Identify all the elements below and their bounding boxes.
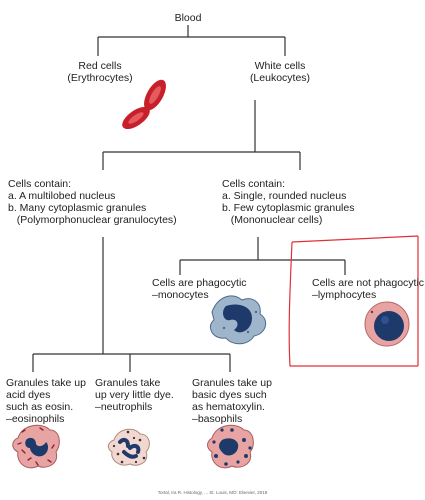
neutrophils-label: Granules take up very little dye. –neutr…	[95, 377, 174, 413]
basophils-label: Granules take up basic dyes such as hema…	[192, 377, 272, 425]
tree-connectors	[32, 25, 346, 372]
mononuclear-group-label: Cells contain: a. Single, rounded nucleu…	[222, 178, 355, 226]
connector-white-cells	[102, 100, 301, 170]
monocyte-illustration	[210, 295, 267, 345]
eosinophil-illustration	[12, 424, 60, 469]
connector-blood	[97, 25, 286, 56]
lymphocyte-illustration	[364, 301, 410, 347]
erythrocytes-illustration	[122, 79, 166, 130]
eosinophils-label: Granules take up acid dyes such as eosin…	[6, 377, 86, 425]
white-cells-label: White cells (Leukocytes)	[249, 60, 311, 84]
lymphocytes-label: Cells are not phagocytic –lymphocytes	[312, 277, 425, 301]
root-blood-label: Blood	[174, 12, 202, 24]
annotation-highlight-box	[288, 235, 419, 367]
connector-poly	[32, 237, 231, 372]
red-cells-label: Red cells (Erythrocytes)	[67, 60, 133, 84]
neutrophil-illustration	[107, 428, 150, 466]
basophil-illustration	[207, 424, 254, 469]
connector-mono	[179, 237, 346, 275]
polymorphonuclear-group-label: Cells contain: a. A multilobed nucleus b…	[8, 178, 177, 226]
monocytes-label: Cells are phagocytic –monocytes	[152, 277, 247, 301]
figure-credit: Tortal, Ira R. Histology, ... St. Louis,…	[157, 490, 268, 495]
